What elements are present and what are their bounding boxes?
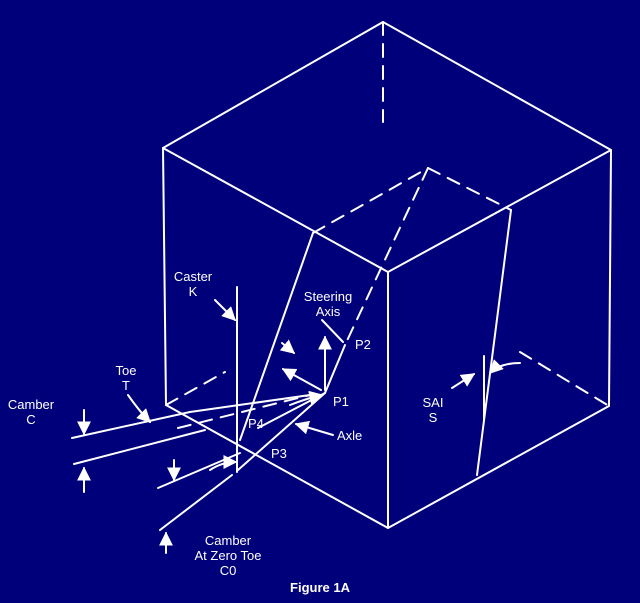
axle-line [237, 392, 326, 471]
lateral-arrow [281, 368, 322, 391]
caster-plane-line [239, 232, 314, 441]
camber-line-upper [71, 411, 191, 439]
toe-label: Toe T [106, 363, 146, 393]
steering-axis-upper [344, 167, 429, 346]
toe-symbol: T [122, 378, 130, 393]
hidden-bottom-right [519, 351, 610, 407]
zero-toe-line [157, 452, 241, 489]
box-bottom-right-edge [387, 405, 610, 529]
camber0-line1: Camber [204, 533, 252, 548]
steering-title: Steering [303, 289, 353, 304]
sai-title: SAI [422, 395, 444, 410]
hidden-inner-top-right [312, 167, 429, 234]
camber-zero-toe-line [159, 474, 233, 531]
caster-curve-arrow [279, 339, 296, 354]
axle-leader-arrow [294, 420, 334, 436]
axle-label: Axle [337, 428, 363, 443]
wheel-plane-dashed [177, 394, 311, 429]
steering-axis-label: Steering Axis [290, 289, 366, 319]
caster-leader-arrow [214, 299, 236, 321]
camber-label: Camber C [0, 397, 62, 427]
caster-title: Caster [173, 269, 213, 284]
steering-axis-leader [321, 319, 344, 343]
box-top-face [162, 21, 612, 273]
p1-arrow [289, 390, 324, 406]
camber-title: Camber [7, 397, 55, 412]
camber-zero-toe-label: Camber At Zero Toe C0 [172, 533, 284, 578]
steering-axis-lower [324, 344, 346, 394]
box-right-edge [608, 149, 612, 407]
camber0-line2: At Zero Toe [194, 548, 262, 563]
sai-right-arrow [489, 359, 521, 374]
sai-left-arrow [451, 373, 476, 389]
sai-symbol: S [428, 410, 438, 425]
p1-label: P1 [333, 394, 349, 409]
box-left-front-edge [162, 147, 167, 406]
angle-arc-arrow [209, 455, 238, 471]
p2-label: P2 [355, 337, 371, 352]
toe-leader-arrow [127, 394, 151, 423]
hidden-bottom-left [165, 371, 226, 406]
p3-label: P3 [271, 446, 287, 461]
camber-line-lower [73, 429, 206, 465]
sai-line [476, 209, 512, 476]
steering-sub: Axis [315, 304, 341, 319]
figure-caption: Figure 1A [290, 580, 350, 595]
caster-symbol: K [188, 284, 198, 299]
camber0-symbol: C0 [219, 563, 237, 578]
toe-title: Toe [115, 363, 137, 378]
hidden-inner-top-left [427, 167, 512, 211]
sai-label: SAI S [413, 395, 453, 425]
box-bottom-left-edge [165, 404, 389, 529]
p4-label: P4 [248, 416, 264, 431]
caster-label: Caster K [163, 269, 223, 299]
camber-symbol: C [26, 412, 36, 427]
wheel-plane-line [189, 394, 311, 413]
